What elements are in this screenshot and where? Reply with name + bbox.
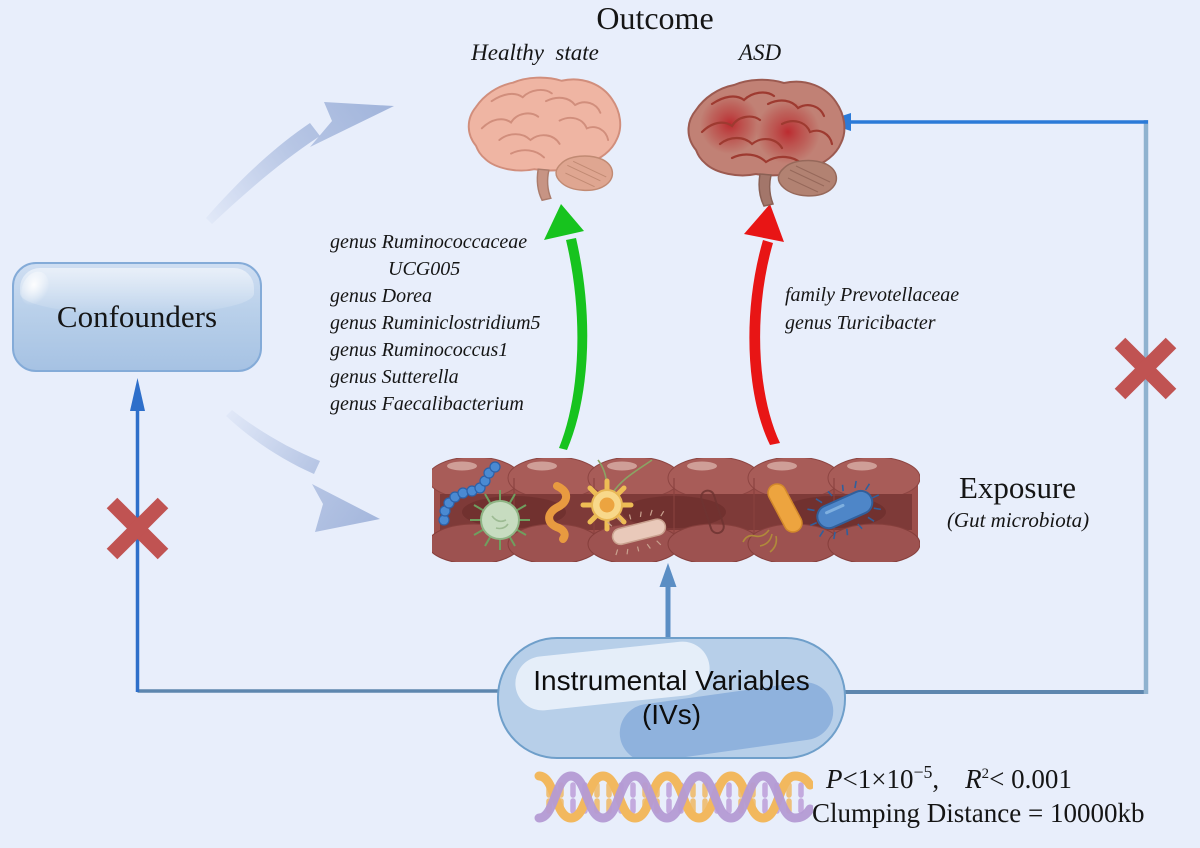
protective-taxa-list: genus Ruminococcaceae UCG005 genus Dorea… bbox=[330, 229, 541, 418]
protective-effect-arrow bbox=[544, 204, 588, 450]
gut-illustration bbox=[432, 458, 920, 562]
clumping-distance-text: Clumping Distance = 10000kb bbox=[812, 798, 1145, 828]
exclusion-cross-icon-left bbox=[106, 497, 169, 560]
healthy-state-label: Healthy state bbox=[471, 40, 599, 65]
p-variable: P bbox=[826, 764, 843, 794]
coccus-chain-microbe bbox=[438, 461, 501, 526]
r2-relation: < 0.001 bbox=[989, 764, 1072, 794]
iv-label-line2: (IVs) bbox=[641, 699, 702, 730]
iv-to-outcome-path bbox=[823, 113, 1149, 694]
healthy-brain-illustration bbox=[467, 76, 622, 202]
confounder-to-outcome-swoosh-arrow bbox=[206, 102, 394, 224]
flagellated-rod-microbe bbox=[742, 483, 803, 553]
risk-effect-arrow bbox=[744, 204, 784, 445]
taxa-item: family Prevotellaceae bbox=[785, 284, 960, 306]
taxa-item: genus Ruminococcaceae bbox=[330, 231, 528, 253]
taxa-item: genus Ruminococcus1 bbox=[330, 339, 509, 361]
comma: , bbox=[932, 764, 940, 794]
asd-label: ASD bbox=[738, 40, 782, 65]
spiky-sphere-microbe bbox=[470, 490, 530, 550]
confounder-to-exposure-swoosh-arrow bbox=[226, 410, 380, 532]
confounders-box: Confounders bbox=[12, 262, 262, 372]
outcome-title: Outcome bbox=[596, 0, 714, 36]
dna-helix-icon bbox=[534, 771, 813, 823]
confounders-label: Confounders bbox=[56, 299, 218, 334]
taxa-item: genus Sutterella bbox=[330, 366, 459, 388]
p-relation: <1×10 bbox=[842, 764, 914, 794]
squiggle-microbe bbox=[545, 482, 571, 543]
taxa-item: genus Ruminiclostridium5 bbox=[330, 312, 541, 334]
asd-brain-illustration bbox=[687, 78, 846, 207]
exposure-title: Exposure bbox=[958, 470, 1077, 505]
inflammation-spot bbox=[756, 100, 820, 164]
iv-pill: Instrumental Variables (IVs) bbox=[497, 637, 846, 759]
iv-to-confounders-path bbox=[130, 378, 498, 693]
exposure-subtitle: (Gut microbiota) bbox=[946, 508, 1090, 532]
exclusion-cross-icon-right bbox=[1114, 337, 1177, 400]
iv-label-line1: Instrumental Variables bbox=[533, 665, 810, 696]
p-exponent: −5 bbox=[913, 762, 933, 782]
taxa-item: genus Turicibacter bbox=[785, 312, 936, 334]
pvalue-threshold-text: P<1×10−5, R2< 0.001 bbox=[826, 762, 1166, 795]
spiky-rod-microbe bbox=[807, 480, 881, 540]
risk-taxa-list: family Prevotellaceae genus Turicibacter bbox=[785, 281, 959, 337]
rod-microbe-pink bbox=[607, 509, 667, 556]
taxa-item: UCG005 bbox=[388, 258, 461, 280]
r2-exponent: 2 bbox=[981, 766, 990, 782]
taxa-item: genus Dorea bbox=[330, 285, 433, 307]
taxa-item: genus Faecalibacterium bbox=[330, 393, 524, 415]
up-arrowhead-icon bbox=[130, 378, 145, 411]
star-cell-microbe bbox=[580, 459, 653, 532]
outline-rod-microbe bbox=[700, 489, 725, 535]
r2-variable: R bbox=[965, 764, 982, 794]
iv-to-exposure-arrow bbox=[659, 563, 677, 648]
